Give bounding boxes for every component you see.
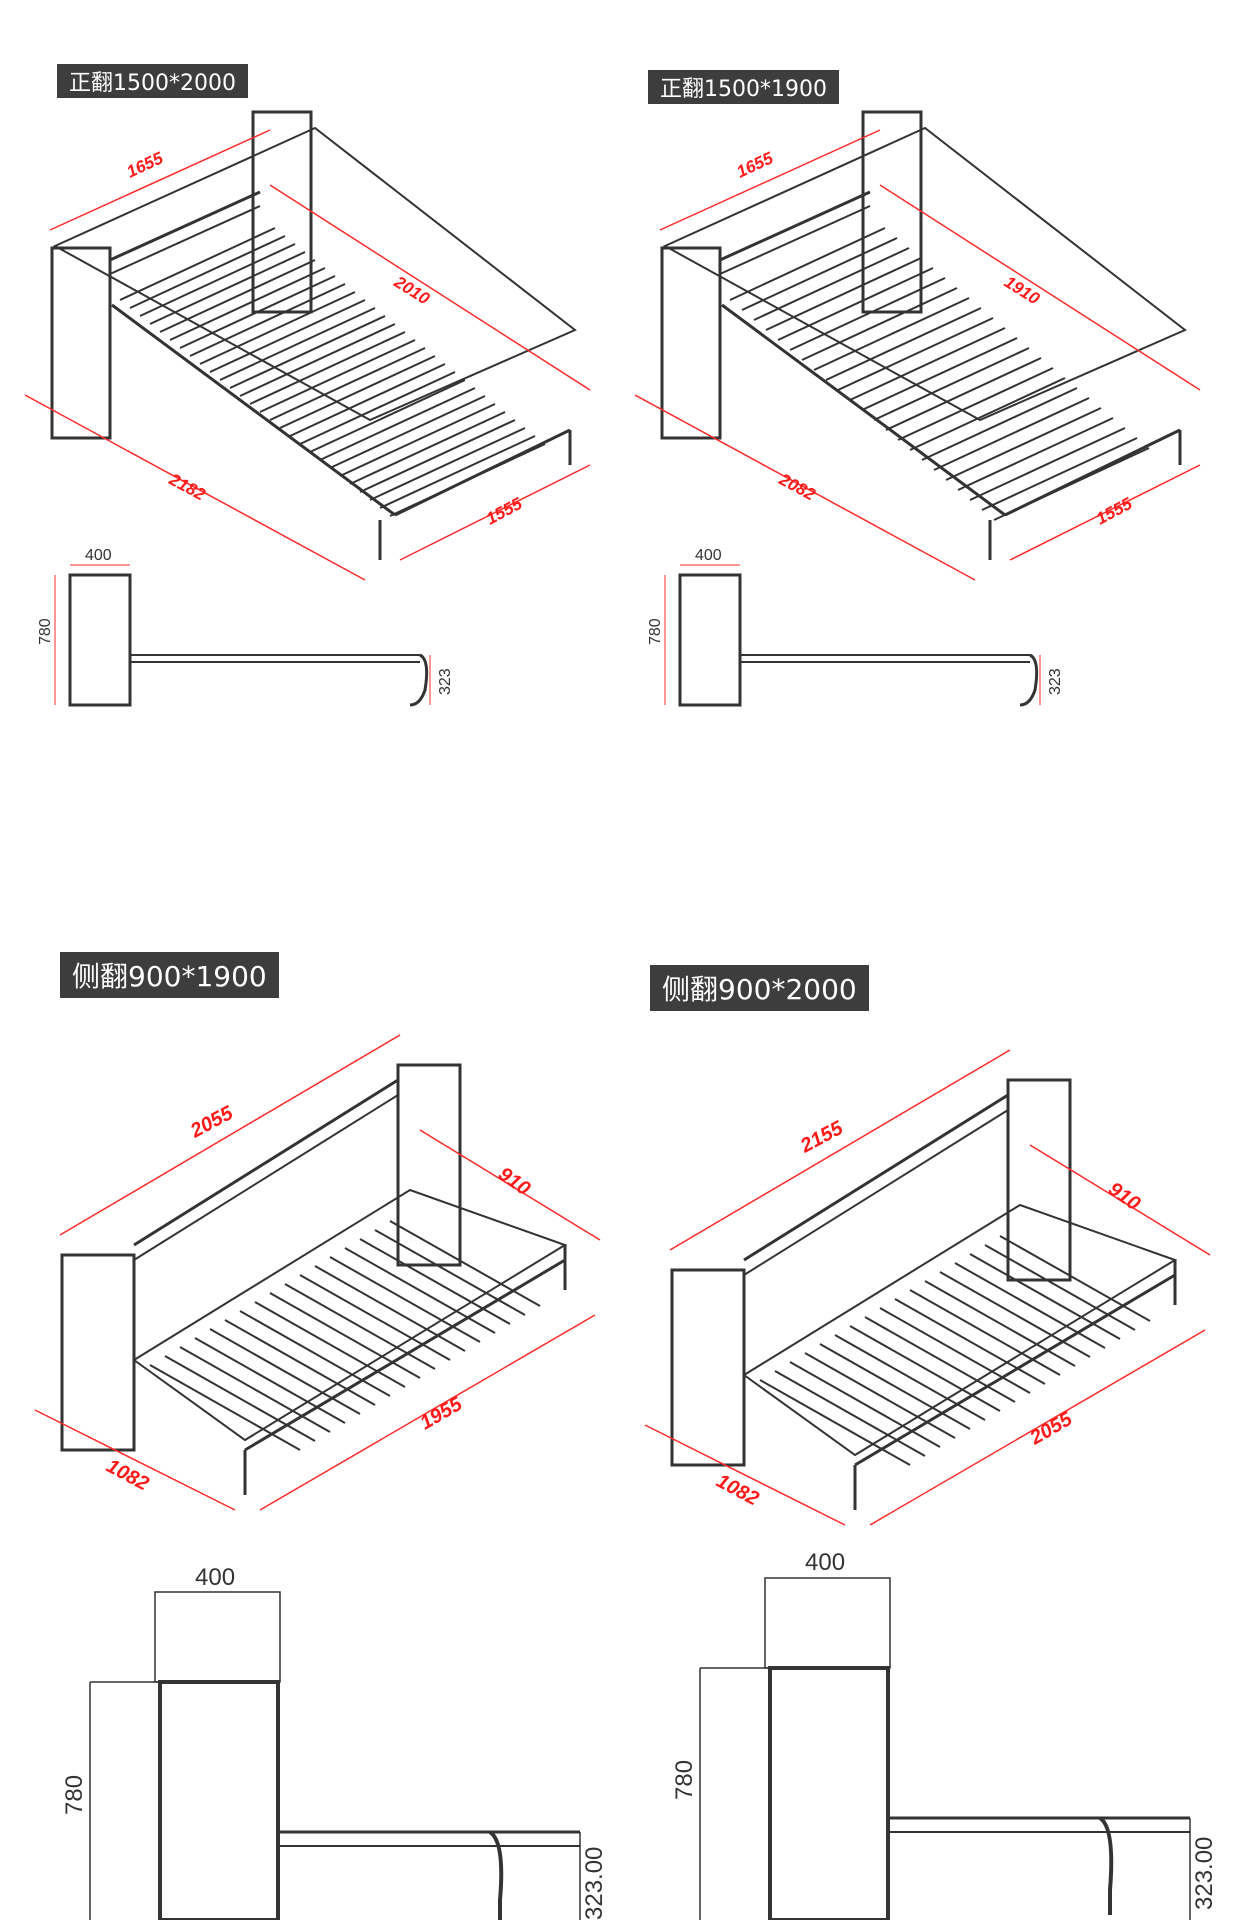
dim-bottom-long: 2082 [775,469,819,504]
iso-bed [660,110,1187,560]
side-view [664,564,1041,707]
side-depth: 400 [195,1564,235,1591]
bed-drawing-side-1: 2055 910 1082 1955 400 780 323.00 [34,1034,608,1920]
side-view [89,1591,581,1920]
bed-drawing-side-2: 2155 910 1082 2055 400 780 323.00 [644,1049,1218,1920]
side-height: 780 [671,1760,698,1800]
dim-right-short: 910 [1104,1178,1144,1215]
dim-bottom-short: 1082 [713,1470,763,1510]
side-leg: 323 [1047,668,1064,695]
side-leg: 323.00 [581,1847,608,1920]
dim-right-long: 1910 [1001,272,1044,308]
dim-bottom-short: 1555 [483,494,526,529]
dim-right-long: 2010 [390,272,433,309]
dim-top: 2055 [186,1102,237,1143]
dim-bottom-long: 1955 [417,1393,467,1435]
dim-bottom-long: 2182 [165,469,209,504]
side-view [54,564,431,707]
side-leg: 323 [437,668,454,695]
panel-label: 侧翻900*1900 [60,952,279,998]
dimension-lines [34,1034,601,1511]
iso-bed [60,1063,568,1495]
side-depth: 400 [695,547,722,564]
dim-right-short: 910 [494,1163,534,1200]
side-height: 780 [37,618,54,645]
side-height: 780 [61,1775,88,1815]
dim-top: 1655 [124,148,167,181]
dimension-lines [24,129,591,581]
side-depth: 400 [805,1549,845,1576]
side-view [699,1577,1191,1920]
dim-bottom-short: 1082 [103,1455,153,1495]
side-height: 780 [647,618,664,645]
dimension-lines [634,129,1201,581]
iso-bed [50,110,577,560]
bed-drawing-front-1: 1655 2010 2182 1555 400 780 323 [24,110,591,707]
side-depth: 400 [85,547,112,564]
dim-bottom-long: 2055 [1026,1408,1077,1450]
iso-bed [670,1078,1178,1510]
dim-top: 2155 [796,1117,847,1158]
dim-bottom-short: 1555 [1093,494,1136,529]
panel-label: 侧翻900*2000 [650,965,869,1011]
dimension-lines [644,1049,1211,1526]
panel-label: 正翻1500*2000 [57,64,248,98]
side-leg: 323.00 [1191,1837,1218,1910]
bed-drawing-front-2: 1655 1910 2082 1555 400 780 323 [634,110,1201,707]
dim-top: 1655 [734,148,777,181]
panel-label: 正翻1500*1900 [648,70,839,104]
